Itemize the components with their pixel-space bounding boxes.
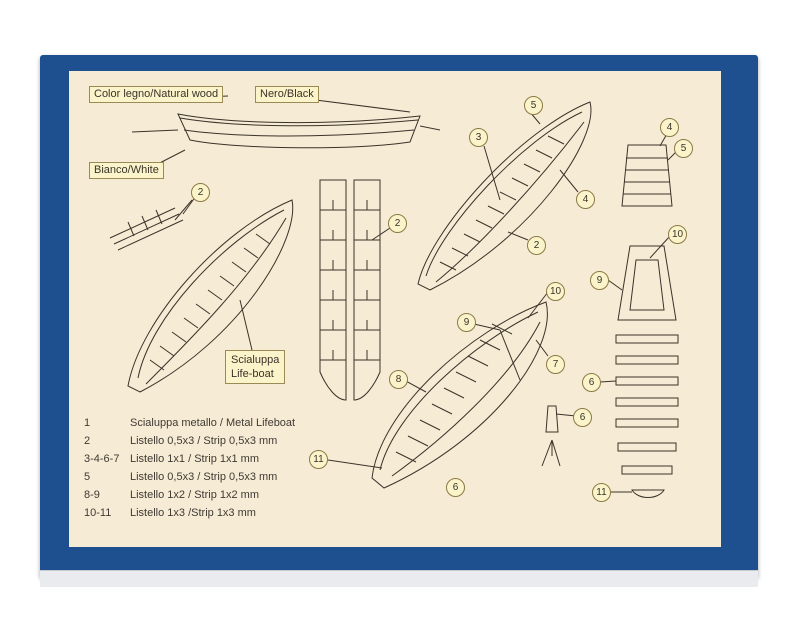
label-natural-wood: Color legno/Natural wood xyxy=(89,86,224,103)
legend-code: 5 xyxy=(84,471,91,483)
callout-part-number: 4 xyxy=(576,190,595,209)
callout-part-number: 11 xyxy=(309,450,328,469)
callout-part-number: 5 xyxy=(524,96,543,115)
frame-profile xyxy=(617,245,677,321)
label-lifeboat: Scialuppa Life-boat xyxy=(225,350,286,384)
lifeboat-side-view xyxy=(131,95,441,169)
callout-part-number: 7 xyxy=(546,355,565,374)
legend-description: Listello 0,5x3 / Strip 0,5x3 mm xyxy=(130,435,278,447)
callout-part-number: 2 xyxy=(527,236,546,255)
strip-stack xyxy=(615,334,679,498)
legend-description: Scialuppa metallo / Metal Lifeboat xyxy=(130,417,296,429)
callout-part-number: 9 xyxy=(457,313,476,332)
callout-part-number: 8 xyxy=(389,370,408,389)
callout-part-number: 9 xyxy=(590,271,609,290)
hull-top-view-right xyxy=(417,101,592,291)
callout-part-number: 4 xyxy=(660,118,679,137)
legend-code: 1 xyxy=(84,417,91,429)
callout-part-number: 6 xyxy=(573,408,592,427)
label-white: Bianco/White xyxy=(89,162,164,179)
legend-code: 3-4-6-7 xyxy=(84,453,120,465)
instruction-sheet xyxy=(69,71,721,547)
legend-code: 8-9 xyxy=(84,489,100,501)
legend-description: Listello 1x2 / Strip 1x2 mm xyxy=(130,489,259,501)
legend-description: Listello 0,5x3 / Strip 0,5x3 mm xyxy=(130,471,278,483)
callout-part-number: 10 xyxy=(546,282,565,301)
legend-description: Listello 1x3 /Strip 1x3 mm xyxy=(130,507,256,519)
callout-part-number: 6 xyxy=(582,373,601,392)
label-lifeboat-line2: Life-boat xyxy=(231,368,274,380)
callout-part-number: 3 xyxy=(469,128,488,147)
box-side-edge xyxy=(40,570,758,587)
transom-detail xyxy=(621,144,673,207)
callout-part-number: 5 xyxy=(674,139,693,158)
hull-top-view-left xyxy=(127,199,294,393)
legend-code: 10-11 xyxy=(84,507,112,519)
callout-part-number: 2 xyxy=(191,183,210,202)
callout-part-number: 6 xyxy=(446,478,465,497)
callout-part-number: 2 xyxy=(388,214,407,233)
legend-code: 2 xyxy=(84,435,91,447)
stand-detail xyxy=(541,405,561,467)
hull-lower-view xyxy=(371,301,548,489)
label-black: Nero/Black xyxy=(255,86,319,103)
callout-part-number: 10 xyxy=(668,225,687,244)
deck-planking xyxy=(319,179,381,401)
callout-part-number: 11 xyxy=(592,483,611,502)
label-lifeboat-line1: Scialuppa xyxy=(231,354,280,366)
legend-description: Listello 1x1 / Strip 1x1 mm xyxy=(130,453,259,465)
strip-detail xyxy=(109,195,197,251)
